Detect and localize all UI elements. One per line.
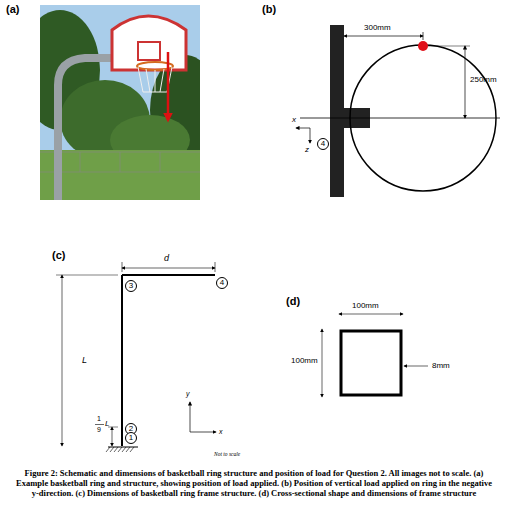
callout-text: 4: [321, 140, 325, 148]
panel-label: (c): [52, 250, 65, 261]
dimension-label: x: [292, 116, 296, 124]
panel-label: (a): [6, 4, 19, 15]
callout-number: 1: [125, 432, 137, 444]
dimension-label: 1: [97, 415, 101, 422]
panel-label: (b): [262, 4, 276, 15]
callout-text: 4: [220, 279, 224, 287]
dimension-label: 300mm: [364, 24, 391, 32]
callout-number: 4: [317, 138, 329, 150]
dimension-label: 8mm: [432, 362, 450, 370]
callout-text: 3: [129, 282, 133, 290]
figure-caption: Figure 2: Schematic and dimensions of ba…: [14, 468, 494, 499]
dimension-label: d: [164, 254, 169, 263]
dimension-label: 9: [97, 426, 101, 433]
panel-label: (d): [286, 296, 300, 307]
section-view: [322, 314, 428, 397]
dimension-label: x: [219, 428, 223, 435]
dimension-label: L: [82, 356, 87, 365]
dimension-label: z: [305, 146, 309, 154]
dimension-label: L: [105, 420, 109, 428]
dimension-label: 100mm: [291, 357, 318, 365]
dimension-label: y: [186, 390, 190, 397]
note: Not to scale: [214, 452, 240, 458]
frame-view: [56, 262, 216, 452]
dimension-label: 100mm: [352, 302, 379, 310]
callout-number: 4: [216, 277, 228, 289]
dimension-label: 250mm: [470, 76, 497, 84]
photo: [40, 5, 200, 200]
ring-view: [296, 25, 500, 197]
callout-number: 3: [125, 280, 137, 292]
callout-text: 1: [129, 434, 133, 442]
